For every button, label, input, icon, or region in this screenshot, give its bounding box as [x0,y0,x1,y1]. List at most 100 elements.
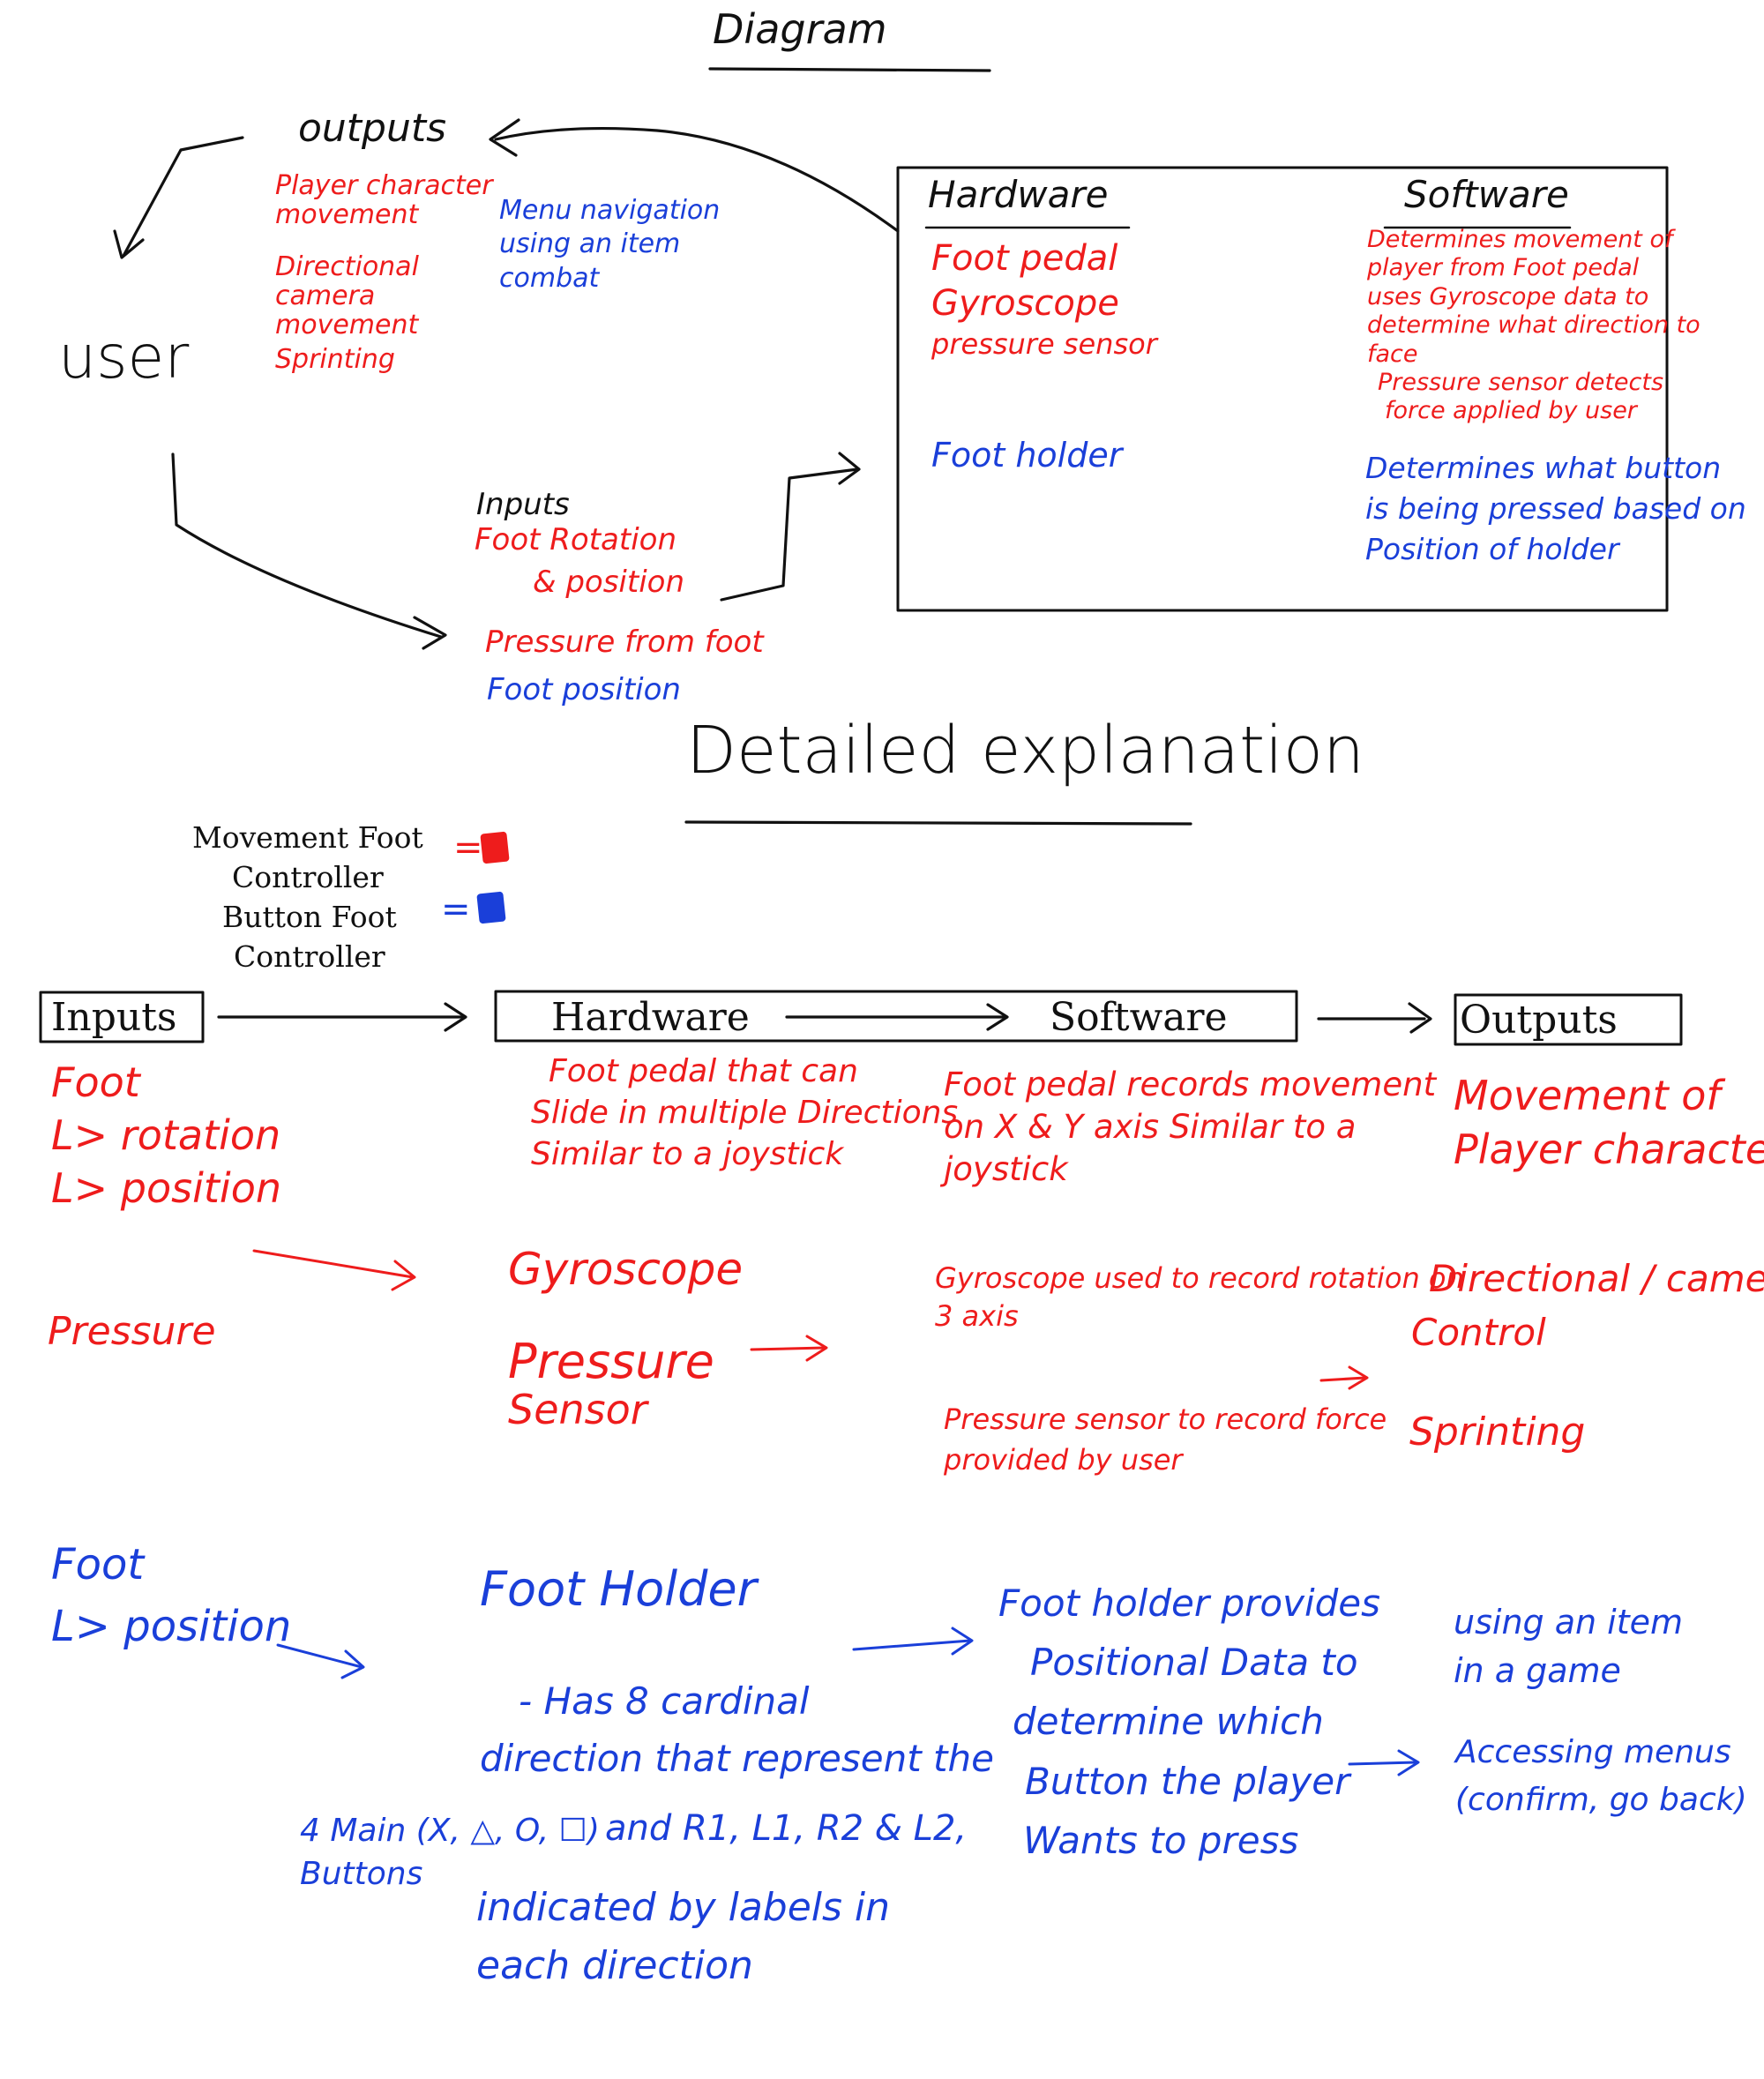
input-movement-item: Foot Rotation [475,522,677,557]
diagram-title: Diagram [713,5,887,53]
input-button-item: Foot position [487,672,681,707]
red-arrow-3 [1319,1376,1367,1382]
movement-software-item: joystick [944,1150,1068,1189]
hardware-item: pressure sensor [931,327,1157,362]
movement-hardware-item: Slide in multiple Directions [531,1094,959,1131]
movement-output-item: Player character [1454,1125,1764,1173]
button-hardware-item: direction that represent the [480,1737,994,1781]
software-item: Position of holder [1365,532,1619,567]
movement-software-item: Foot pedal records movement [944,1066,1437,1103]
outputs-movement-list: Player character movement Directional ca… [275,171,505,377]
movement-hardware-item: Pressure [508,1334,714,1389]
software-item: Determines what button [1365,451,1722,485]
red-arrow-2 [750,1346,826,1351]
button-inputs: Foot L> position [51,1535,291,1657]
movement-software-a: Foot pedal records movement on X & Y axi… [944,1064,1436,1191]
movement-software-item: provided by user [944,1443,1183,1477]
button-software-item: Button the player [1025,1759,1350,1803]
box-hardware-button: Foot holder [931,436,1123,475]
flow-outputs-label: Outputs [1460,998,1618,1043]
flow-inputs-label: Inputs [51,995,177,1040]
button-output-item: Accessing menus [1455,1734,1731,1770]
outputs-button-list: Menu navigation using an item combat [499,194,720,295]
movement-hardware-item: Similar to a joystick [531,1135,844,1172]
button-outputs-a: using an item in a game [1454,1598,1683,1695]
box-software-movement: Determines movement of player from Foot … [1367,226,1700,426]
outputs-label: outputs [298,106,447,151]
button-outputs-b: Accessing menus (confirm, go back) [1455,1729,1747,1824]
button-hardware-main: and R1, L1, R2 & L2, [605,1808,968,1849]
movement-software-c: Pressure sensor to record force provided… [944,1399,1387,1481]
movement-software-item: on X & Y axis Similar to a [944,1108,1357,1147]
button-software-item: Wants to press [1023,1818,1299,1862]
movement-hardware-b: Gyroscope [508,1244,744,1295]
movement-output-item: Directional / camera [1429,1257,1764,1300]
movement-outputs-c: Sprinting [1409,1410,1586,1455]
movement-output-item: Control [1411,1310,1546,1354]
button-buttons-note: 4 Main (X, △, O, ☐) Buttons [300,1810,600,1896]
legend-text: Controller [234,939,385,974]
button-note-item: 4 Main (X, △, O, ☐) [300,1813,600,1849]
movement-output-item: Movement of [1454,1072,1721,1119]
arrow-user-to-inputs [171,452,443,639]
output-button-item: combat [499,262,600,294]
movement-input-item: L> rotation [51,1111,281,1159]
legend-text: Controller [232,859,384,894]
movement-software-item: Pressure sensor to record force [944,1402,1387,1436]
button-output-item: (confirm, go back) [1455,1782,1747,1818]
button-hardware-rest: indicated by labels in each direction [476,1879,890,1995]
diagram-title-underline [708,67,991,72]
button-software-item: Foot holder provides [998,1582,1381,1625]
button-hardware-item: - Has 8 cardinal [519,1679,810,1723]
movement-outputs-b: Directional / camera Control [1411,1253,1764,1360]
movement-software-b: Gyroscope used to record rotation on 3 a… [935,1260,1464,1335]
output-button-item: Menu navigation [499,195,721,226]
movement-inputs-b: Pressure [48,1309,216,1354]
button-hardware-item: indicated by labels in [476,1885,891,1930]
button-software-item: determine which [1013,1700,1324,1744]
movement-inputs-a: Foot L> rotation L> position [51,1057,281,1215]
movement-software-item: Gyroscope used to record rotation on [935,1261,1464,1295]
movement-hardware-item: Sensor [508,1386,647,1434]
software-item: uses Gyroscope data to [1367,282,1649,310]
flow-hardware-label: Hardware [551,995,750,1040]
button-output-item: using an item [1454,1603,1684,1642]
legend-button-label: Button Foot Controller [222,898,397,976]
legend-text: Button Foot [222,900,397,934]
detailed-title-underline [684,820,1192,826]
software-item: determine what direction to [1367,311,1700,340]
legend-button-equals: = [441,889,471,930]
hardware-item: Gyroscope [931,283,1119,325]
movement-outputs-a: Movement of Player character [1454,1069,1764,1176]
output-movement-item: Sprinting [275,344,395,375]
output-movement-item: Player character movement [275,170,493,230]
hardware-item: Foot pedal [931,238,1118,279]
button-note-item: Buttons [300,1855,423,1892]
legend-movement-equals: = [453,827,483,868]
input-movement-item: Pressure from foot [485,624,764,660]
flow-software-label: Software [1050,995,1228,1040]
box-hardware-header: Hardware [928,173,1109,216]
box-hardware-movement: Foot pedal Gyroscope pressure sensor [931,236,1157,363]
movement-hardware-item: Foot pedal that can [549,1053,858,1089]
movement-input-item: Foot [51,1058,140,1106]
button-software-item: Positional Data to [1030,1641,1358,1685]
legend-button-swatch [476,891,506,924]
inputs-label: Inputs [476,487,570,522]
button-output-item: in a game [1454,1651,1621,1691]
output-button-item: using an item [499,228,681,260]
box-software-header: Software [1404,173,1569,216]
software-item: player from Foot pedal [1367,254,1640,282]
arrow-inputs-to-box [720,467,859,602]
movement-input-item: L> position [51,1163,281,1212]
software-item: force applied by user [1385,397,1637,425]
detailed-title: Detailed explanation [686,713,1364,789]
button-hardware-title: Foot Holder [480,1561,757,1617]
user-label: user [58,323,190,393]
arrow-outputs-to-user [122,136,244,258]
legend-movement-label: Movement Foot Controller [192,819,423,897]
movement-hardware-a: Foot pedal that can Slide in multiple Di… [531,1051,958,1175]
red-arrow-1 [252,1249,415,1279]
input-movement-item: & position [533,565,684,600]
software-item: face [1367,340,1418,368]
